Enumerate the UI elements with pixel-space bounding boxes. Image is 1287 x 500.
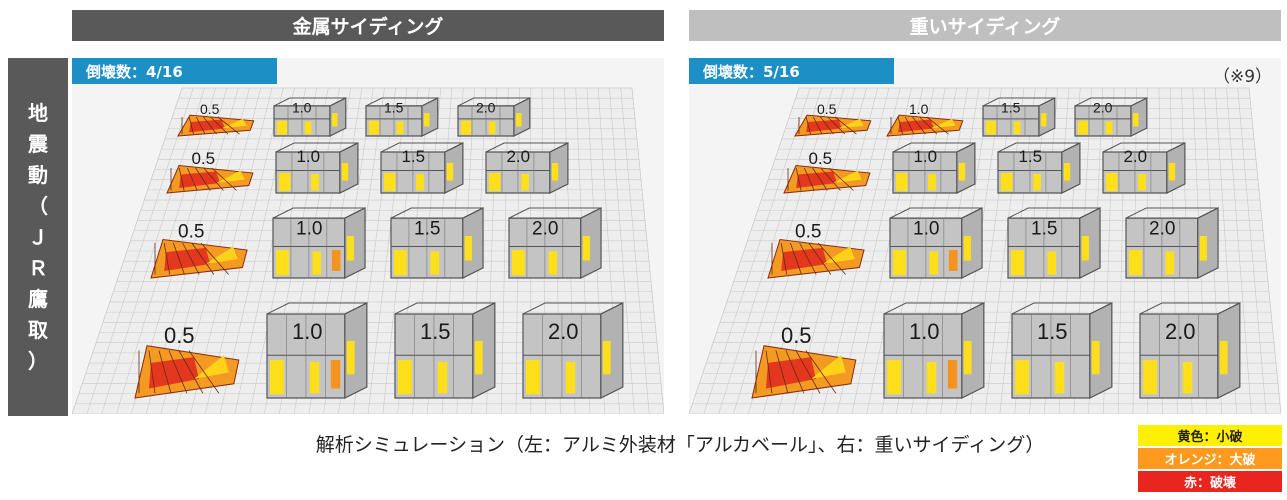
intensity-label: 2.0 (1149, 219, 1175, 240)
standing-building: 2.0 (1125, 207, 1219, 279)
intensity-label: 2.0 (548, 319, 579, 344)
collapsed-building: 0.5 (783, 149, 871, 194)
intensity-label: 0.5 (178, 221, 204, 242)
standing-building: 1.5 (380, 142, 464, 194)
intensity-label: 1.0 (296, 219, 322, 240)
standing-building: 1.0 (273, 97, 347, 137)
figure-caption: 解析シミュレーション（左：アルミ外装材「アルカベール」、右：重いサイディング） (315, 434, 1045, 456)
standing-building: 2.0 (522, 302, 624, 399)
standing-building: 1.5 (982, 97, 1056, 137)
intensity-label: 1.0 (909, 101, 929, 117)
standing-building: 1.5 (390, 207, 484, 279)
side-label-char: （ (28, 193, 48, 218)
intensity-label: 1.0 (296, 147, 320, 166)
standing-building: 1.0 (266, 302, 368, 399)
collapsed-building: 0.5 (150, 221, 248, 279)
right-simulation-image: 0.5 1.0 1.5 2.0 0.5 1.0 1.5 2.0 0.5 1.0 1.5 2.0 0.5 1… (689, 87, 1281, 414)
standing-building: 2.0 (508, 207, 602, 279)
collapsed-building: 1.0 (886, 101, 964, 137)
side-label-char: 動 (28, 162, 48, 187)
intensity-label: 2.0 (476, 99, 496, 115)
intensity-label: 1.0 (913, 147, 937, 166)
standing-building: 2.0 (1074, 97, 1148, 137)
collapsed-building: 0.5 (166, 149, 254, 194)
vertical-axis-label: 地 震 動 （ Ｊ Ｒ 鷹 取 ） (8, 58, 68, 416)
collapsed-building: 0.5 (767, 221, 865, 279)
left-panel-title: 金属サイディング (72, 10, 664, 41)
intensity-label: 0.5 (781, 323, 812, 348)
left-collapse-count-badge: 倒壊数：4/16 (72, 58, 277, 84)
standing-building: 1.5 (1007, 207, 1101, 279)
intensity-label: 1.5 (414, 219, 440, 240)
intensity-label: 2.0 (532, 219, 558, 240)
standing-building: 1.0 (889, 207, 983, 279)
intensity-label: 1.0 (292, 99, 312, 115)
side-label-char: Ｊ (28, 224, 48, 249)
standing-building: 1.5 (365, 97, 439, 137)
side-label-char: 鷹 (28, 286, 48, 311)
intensity-label: 1.5 (1018, 147, 1042, 166)
intensity-label: 2.0 (1165, 319, 1196, 344)
intensity-label: 0.5 (795, 221, 821, 242)
side-label-char: 取 (28, 317, 48, 342)
intensity-label: 0.5 (200, 101, 220, 117)
intensity-label: 0.5 (808, 149, 832, 168)
intensity-label: 1.5 (1001, 99, 1021, 115)
side-label-char: 地 (28, 100, 48, 125)
standing-building: 2.0 (457, 97, 531, 137)
damage-legend: 黄色：小破 オレンジ：大破 赤：破壊 (1138, 425, 1282, 494)
intensity-label: 1.5 (401, 147, 425, 166)
intensity-label: 1.5 (384, 99, 404, 115)
intensity-label: 1.0 (913, 219, 939, 240)
standing-building: 1.0 (272, 207, 366, 279)
intensity-label: 1.5 (1037, 319, 1068, 344)
collapsed-building: 0.5 (794, 101, 872, 137)
standing-building: 1.0 (275, 142, 359, 194)
standing-building: 2.0 (1139, 302, 1241, 399)
intensity-label: 2.0 (1123, 147, 1147, 166)
left-simulation-panel: 倒壊数：4/16 0.5 1.0 1.5 2.0 0.5 1.0 1.5 2.0 0.5 1.0 1… (72, 58, 664, 414)
intensity-label: 0.5 (164, 323, 195, 348)
intensity-label: 1.0 (292, 319, 323, 344)
legend-red-destroyed: 赤：破壊 (1138, 471, 1282, 492)
right-simulation-panel: 倒壊数：5/16 0.5 1.0 1.5 2.0 0.5 1.0 1.5 2.0 0.5 1.0 1… (689, 58, 1281, 414)
side-label-char: 震 (28, 131, 48, 156)
intensity-label: 1.5 (420, 319, 451, 344)
standing-building: 2.0 (1102, 142, 1186, 194)
collapsed-building: 0.5 (751, 323, 857, 399)
intensity-label: 0.5 (817, 101, 837, 117)
side-label-char: Ｒ (28, 255, 48, 280)
intensity-label: 0.5 (191, 149, 215, 168)
standing-building: 1.5 (1011, 302, 1113, 399)
standing-building: 1.5 (394, 302, 496, 399)
side-label-char: ） (28, 348, 48, 373)
standing-building: 1.0 (883, 302, 985, 399)
footnote-reference: （※9） (1213, 67, 1273, 87)
right-collapse-count-badge: 倒壊数：5/16 (689, 58, 894, 84)
left-simulation-image: 0.5 1.0 1.5 2.0 0.5 1.0 1.5 2.0 0.5 1.0 1.5 2.0 0.5 1… (72, 87, 664, 414)
legend-orange-major-damage: オレンジ：大破 (1138, 448, 1282, 469)
right-panel-title: 重いサイディング (689, 10, 1281, 41)
intensity-label: 1.5 (1031, 219, 1057, 240)
intensity-label: 1.0 (909, 319, 940, 344)
collapsed-building: 0.5 (177, 101, 255, 137)
standing-building: 2.0 (485, 142, 569, 194)
legend-yellow-minor-damage: 黄色：小破 (1138, 425, 1282, 446)
intensity-label: 2.0 (1093, 99, 1113, 115)
standing-building: 1.5 (997, 142, 1081, 194)
intensity-label: 2.0 (506, 147, 530, 166)
standing-building: 1.0 (892, 142, 976, 194)
collapsed-building: 0.5 (134, 323, 240, 399)
